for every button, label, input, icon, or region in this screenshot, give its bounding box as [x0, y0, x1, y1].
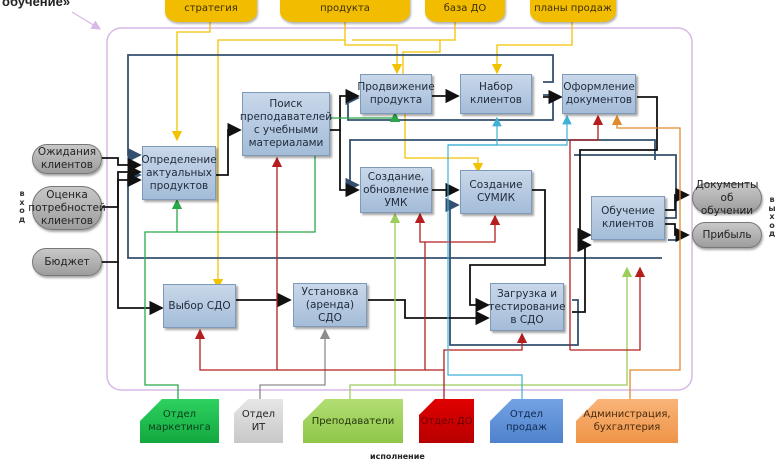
- process-frame: [106, 27, 693, 391]
- process-recruit: Набор клиентов: [460, 74, 532, 114]
- resource-sales: Отдел продаж: [490, 399, 563, 443]
- process-umk: Создание, обновление УМК: [360, 167, 432, 213]
- control-product: продукта: [280, 0, 410, 22]
- resource-teachers: Преподаватели: [303, 399, 403, 443]
- resource-do: Отдел ДО: [419, 399, 474, 443]
- input-budget: Бюджет: [32, 248, 102, 276]
- input-needs: Оценка потребностей клиентов: [28, 186, 106, 230]
- diagram-title-fragment: обучение»: [2, 0, 71, 9]
- output-documents: Документы об обучении: [692, 179, 762, 217]
- execution-label: исполнение: [370, 452, 425, 461]
- process-lms-load: Загрузка и тестирование в СДО: [488, 283, 566, 331]
- process-training: Обучение клиентов: [591, 196, 665, 240]
- control-strategy: стратегия: [165, 0, 257, 22]
- process-search: Поиск преподавателей с учебными материал…: [240, 92, 332, 156]
- resource-it: Отдел ИТ: [234, 399, 283, 443]
- process-define: Определение актуальных продуктов: [141, 146, 217, 200]
- process-promo: Продвижение продукта: [357, 74, 435, 114]
- process-paperwork: Оформление документов: [562, 74, 636, 114]
- control-plans: планы продаж: [530, 0, 616, 22]
- output-profit: Прибыль: [692, 222, 762, 248]
- input-expectations: Ожидания клиентов: [32, 144, 102, 174]
- process-lms-choice: Выбор СДО: [163, 284, 236, 328]
- process-lms-install: Установка (аренда) СДО: [293, 283, 367, 327]
- process-sumik: Создание СУМИК: [460, 170, 532, 214]
- resource-admin: Администрация, бухгалтерия: [576, 399, 678, 443]
- control-base: база ДО: [425, 0, 505, 22]
